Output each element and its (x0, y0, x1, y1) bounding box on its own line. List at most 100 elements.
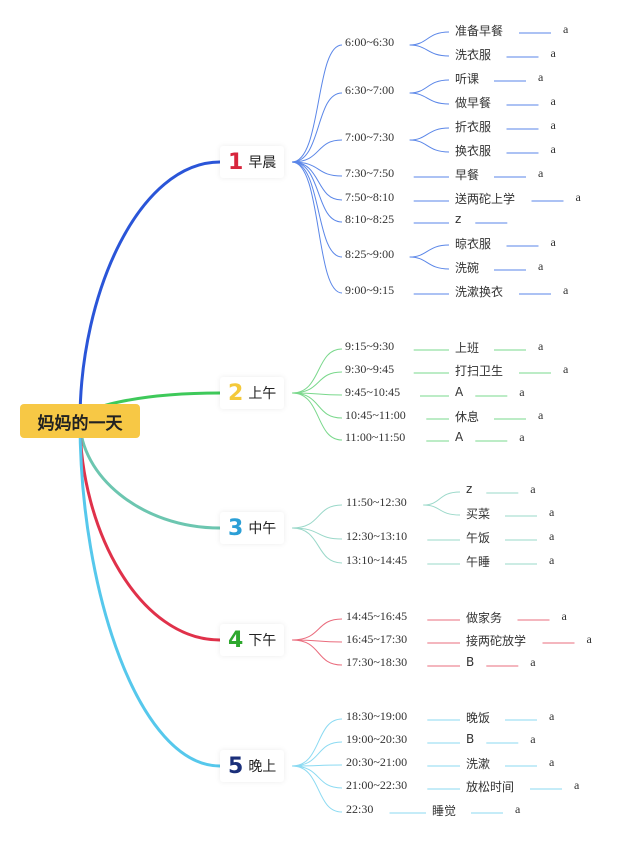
activity-item[interactable]: 洗衣服 (455, 48, 492, 62)
time-slot[interactable]: 22:30 (346, 802, 374, 816)
connector-line (291, 161, 343, 258)
activity-note: a (563, 362, 569, 376)
connector-line (409, 244, 450, 258)
connector-line (291, 718, 343, 767)
activity-note: a (550, 94, 556, 108)
activity-note: a (550, 235, 556, 249)
connector-line (291, 618, 343, 641)
activity-note: a (530, 732, 536, 746)
connector-line (409, 127, 450, 141)
activity-note: a (550, 142, 556, 156)
activity-note: a (549, 755, 555, 769)
time-slot[interactable]: 21:00~22:30 (346, 778, 408, 792)
branch-number: 5 (228, 753, 244, 779)
time-slot[interactable]: 8:10~8:25 (345, 212, 395, 226)
activity-item[interactable]: 折衣服 (455, 120, 492, 134)
time-slot[interactable]: 9:15~9:30 (345, 339, 395, 353)
time-slot[interactable]: 14:45~16:45 (346, 609, 408, 623)
time-slot[interactable]: 18:30~19:00 (346, 709, 408, 723)
activity-item[interactable]: 早餐 (455, 168, 480, 182)
activity-item[interactable]: 做早餐 (455, 96, 492, 110)
activity-item[interactable]: B (466, 732, 475, 746)
activity-item[interactable]: z (466, 482, 473, 496)
time-slot[interactable]: 12:30~13:10 (346, 529, 408, 543)
connector-line (291, 527, 343, 540)
activity-note: a (519, 385, 525, 399)
activity-item[interactable]: 送两砣上学 (455, 192, 516, 206)
time-slot[interactable]: 9:30~9:45 (345, 362, 395, 376)
time-slot[interactable]: 10:45~11:00 (345, 408, 406, 422)
activity-item[interactable]: 洗碗 (455, 261, 480, 275)
activity-item[interactable]: 晚饭 (466, 711, 491, 725)
time-slot[interactable]: 19:00~20:30 (346, 732, 408, 746)
time-slot[interactable]: 13:10~14:45 (346, 553, 408, 567)
activity-item[interactable]: 换衣服 (455, 144, 492, 158)
connector-line (409, 139, 450, 153)
activity-item[interactable]: 晾衣服 (455, 237, 492, 251)
activity-item[interactable]: A (455, 430, 464, 444)
activity-item[interactable]: B (466, 655, 475, 669)
activity-item[interactable]: 洗漱 (466, 757, 491, 771)
activity-item[interactable]: 接两砣放学 (466, 634, 527, 648)
branch-label: 早晨 (248, 155, 277, 171)
activity-note: a (538, 259, 544, 273)
time-slot[interactable]: 7:00~7:30 (345, 130, 395, 144)
branch-label: 上午 (248, 386, 277, 402)
connector-line (291, 92, 343, 163)
activity-note: a (549, 709, 555, 723)
time-slot[interactable]: 16:45~17:30 (346, 632, 408, 646)
branch-label: 中午 (248, 521, 277, 537)
time-slot[interactable]: 11:00~11:50 (345, 430, 406, 444)
time-slot[interactable]: 9:45~10:45 (345, 385, 401, 399)
activity-item[interactable]: 听课 (455, 72, 480, 86)
activity-item[interactable]: 做家务 (466, 611, 503, 625)
activity-note: a (519, 430, 525, 444)
branch-label: 晚上 (248, 759, 277, 775)
activity-item[interactable]: 上班 (455, 341, 480, 355)
activity-item[interactable]: A (455, 385, 464, 399)
activity-item[interactable]: 午饭 (466, 531, 491, 545)
activity-item[interactable]: 午睡 (466, 555, 491, 569)
branch-number: 2 (228, 380, 244, 406)
activity-note: a (538, 408, 544, 422)
activity-item[interactable]: z (455, 212, 462, 226)
activity-note: a (550, 46, 556, 60)
activity-item[interactable]: 买菜 (466, 507, 491, 521)
activity-note: a (530, 655, 536, 669)
connector-line (409, 44, 450, 57)
time-slot[interactable]: 8:25~9:00 (345, 247, 395, 261)
activity-note: a (515, 802, 521, 816)
activity-note: a (549, 529, 555, 543)
branch-number: 3 (228, 515, 244, 541)
time-slot[interactable]: 11:50~12:30 (346, 495, 407, 509)
time-slot[interactable]: 7:50~8:10 (345, 190, 395, 204)
connector-line (291, 741, 343, 767)
connector-line (78, 420, 221, 530)
activity-item[interactable]: 打扫卫生 (455, 364, 504, 378)
activity-item[interactable]: 洗漱换衣 (455, 285, 504, 299)
activity-item[interactable]: 放松时间 (466, 780, 515, 794)
activity-note: a (561, 609, 567, 623)
activity-note: a (538, 166, 544, 180)
time-slot[interactable]: 6:00~6:30 (345, 35, 395, 49)
activity-item[interactable]: 睡觉 (432, 804, 457, 818)
time-slot[interactable]: 17:30~18:30 (346, 655, 408, 669)
time-slot[interactable]: 7:30~7:50 (345, 166, 395, 180)
connector-line (291, 527, 343, 564)
time-slot[interactable]: 20:30~21:00 (346, 755, 408, 769)
root-topic[interactable]: 妈妈的一天 (20, 404, 140, 438)
activity-item[interactable]: 休息 (455, 410, 480, 424)
activity-item[interactable]: 准备早餐 (455, 24, 504, 38)
connector-line (291, 348, 343, 394)
time-slot[interactable]: 6:30~7:00 (345, 83, 395, 97)
connector-line (291, 764, 343, 767)
time-slot[interactable]: 9:00~9:15 (345, 283, 395, 297)
connector-line (291, 765, 343, 789)
connector-line (291, 161, 343, 294)
